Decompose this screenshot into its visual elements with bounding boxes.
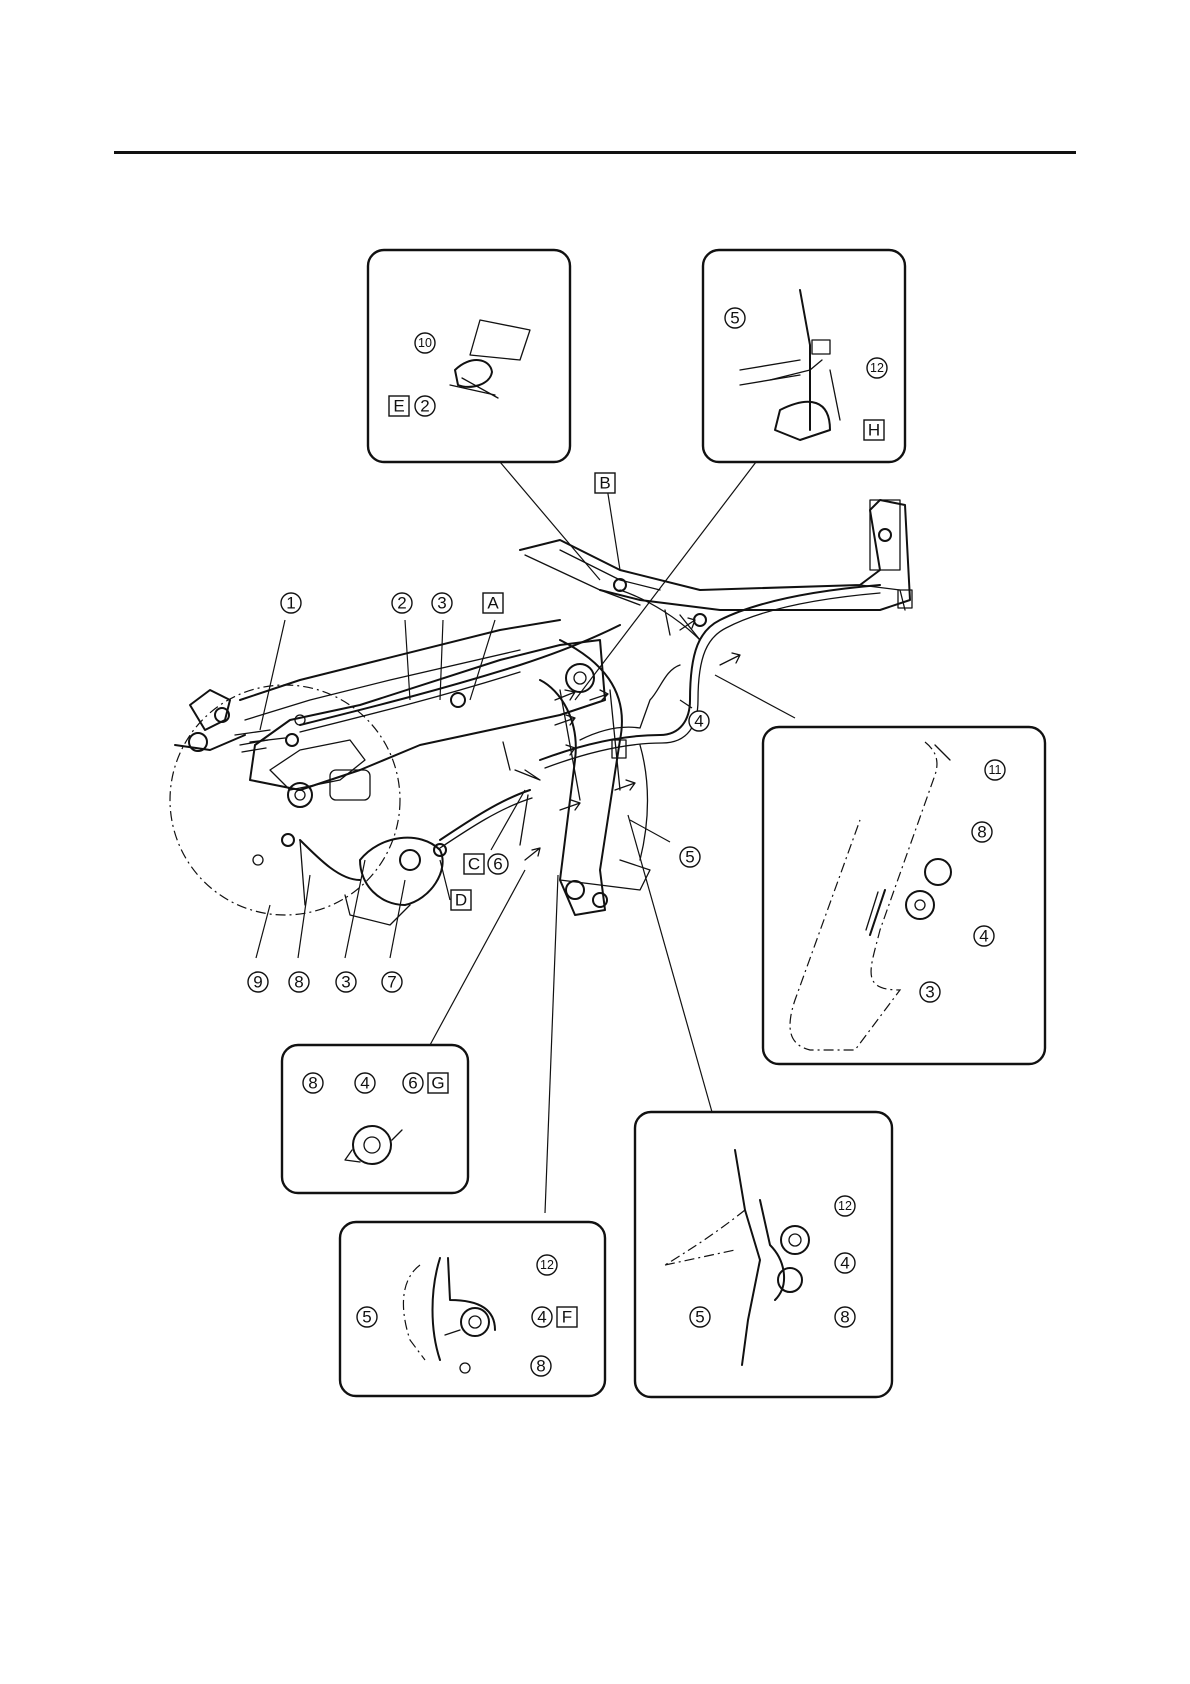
box-letter-D: D [451, 890, 471, 910]
svg-text:5: 5 [730, 309, 739, 328]
svg-text:8: 8 [840, 1308, 849, 1327]
callout-12-panel-bl: 12 [537, 1255, 557, 1275]
callout-8-panel-r: 8 [972, 822, 992, 842]
callout-3-main-lower: 3 [336, 972, 356, 992]
callout-1-main: 1 [281, 593, 301, 613]
callout-6-panel-ml: 6 [403, 1073, 423, 1093]
box-letter-F: F [557, 1307, 577, 1327]
detail-panel-middle-left [282, 1045, 468, 1193]
svg-text:3: 3 [925, 983, 934, 1002]
svg-text:8: 8 [536, 1357, 545, 1376]
callout-2-main: 2 [392, 593, 412, 613]
detail-panel-top-left [368, 250, 570, 462]
svg-text:B: B [599, 474, 610, 493]
svg-text:6: 6 [493, 855, 502, 874]
callout-3-panel-r: 3 [920, 982, 940, 1002]
detail-panel-bottom-right [635, 1112, 892, 1397]
callout-5-panel-bl: 5 [357, 1307, 377, 1327]
svg-text:F: F [562, 1308, 572, 1327]
callout-8-panel-ml: 8 [303, 1073, 323, 1093]
svg-text:12: 12 [540, 1258, 554, 1272]
callout-12-panel-tr: 12 [867, 358, 887, 378]
brake-caliper [360, 838, 443, 905]
svg-text:5: 5 [362, 1308, 371, 1327]
svg-text:4: 4 [979, 927, 988, 946]
callout-4-panel-ml: 4 [355, 1073, 375, 1093]
callout-8-main: 8 [289, 972, 309, 992]
svg-text:7: 7 [387, 973, 396, 992]
svg-text:4: 4 [840, 1254, 849, 1273]
callout-12-panel-br: 12 [835, 1196, 855, 1216]
box-letter-E: E [389, 396, 409, 416]
callout-6-main: 6 [488, 854, 508, 874]
svg-text:E: E [393, 397, 404, 416]
svg-text:2: 2 [420, 397, 429, 416]
callout-10-panel-tl: 10 [415, 333, 435, 353]
callout-7-main: 7 [382, 972, 402, 992]
callout-4-panel-bl: 4 [532, 1307, 552, 1327]
svg-text:3: 3 [341, 973, 350, 992]
callout-4-main: 4 [689, 711, 709, 731]
box-letter-G: G [428, 1073, 448, 1093]
svg-text:8: 8 [294, 973, 303, 992]
svg-text:10: 10 [418, 336, 432, 350]
svg-text:9: 9 [253, 973, 262, 992]
callout-4-panel-r: 4 [974, 926, 994, 946]
callout-5-main: 5 [680, 847, 700, 867]
box-letter-B: B [595, 473, 615, 493]
svg-text:A: A [487, 594, 499, 613]
detail-panel-right [763, 727, 1045, 1064]
svg-text:12: 12 [838, 1199, 852, 1213]
svg-text:2: 2 [397, 594, 406, 613]
svg-text:H: H [868, 421, 880, 440]
box-letter-C: C [464, 854, 484, 874]
svg-text:12: 12 [870, 361, 884, 375]
callout-8-panel-br: 8 [835, 1307, 855, 1327]
svg-text:5: 5 [695, 1308, 704, 1327]
svg-text:4: 4 [537, 1308, 546, 1327]
svg-text:8: 8 [308, 1074, 317, 1093]
box-letter-A: A [483, 593, 503, 613]
callout-5-panel-tr: 5 [725, 308, 745, 328]
callout-3-main: 3 [432, 593, 452, 613]
svg-text:3: 3 [437, 594, 446, 613]
callout-11-panel-r: 11 [985, 760, 1005, 780]
svg-text:4: 4 [360, 1074, 369, 1093]
svg-text:5: 5 [685, 848, 694, 867]
frame-downtube [540, 640, 622, 915]
svg-text:1: 1 [286, 594, 295, 613]
swingarm-body [250, 640, 605, 790]
callout-9-main: 9 [248, 972, 268, 992]
svg-text:4: 4 [694, 712, 703, 731]
svg-text:8: 8 [977, 823, 986, 842]
svg-text:C: C [468, 855, 480, 874]
svg-text:G: G [431, 1074, 444, 1093]
svg-text:11: 11 [989, 763, 1002, 777]
box-letter-H: H [864, 420, 884, 440]
callout-8-panel-bl: 8 [531, 1356, 551, 1376]
callout-5-panel-br: 5 [690, 1307, 710, 1327]
svg-text:6: 6 [408, 1074, 417, 1093]
callout-4-panel-br: 4 [835, 1253, 855, 1273]
callout-2-panel-tl: 2 [415, 396, 435, 416]
svg-text:D: D [455, 891, 467, 910]
